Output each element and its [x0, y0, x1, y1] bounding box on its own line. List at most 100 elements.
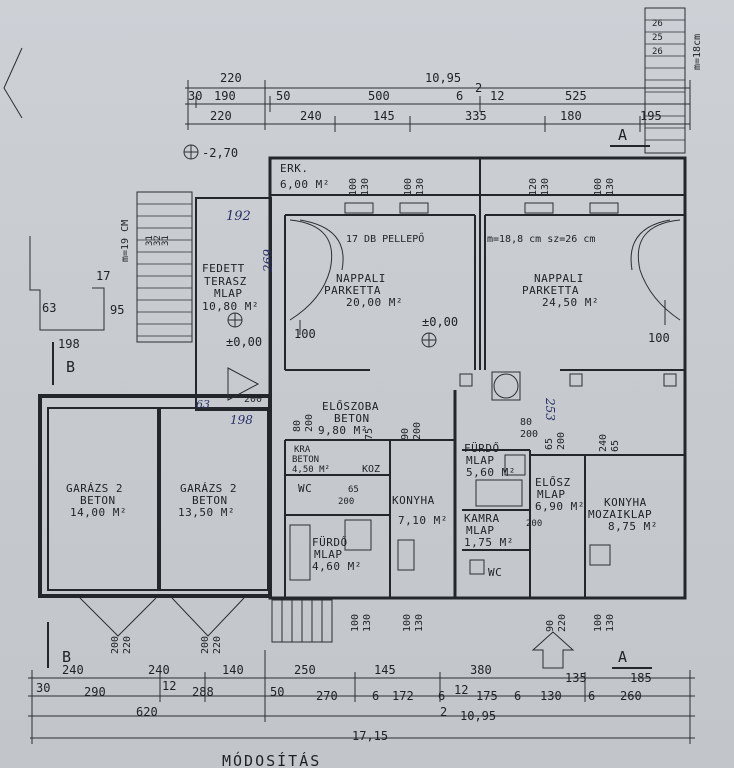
dim-top-220b: 220: [210, 109, 232, 123]
room-bath1-area: 4,60 M²: [312, 560, 362, 573]
bdim2-12b: 12: [454, 683, 468, 697]
dim-top-6: 6: [456, 89, 463, 103]
room-garage2-name: GARÁZS 2: [180, 482, 237, 495]
bw-5-h: 220: [557, 614, 568, 632]
section-b-bottom-label: B: [62, 648, 71, 666]
bdim2-130: 130: [540, 689, 562, 703]
room-terrace-floor: MLAP: [214, 287, 243, 300]
bw-1-w: 200: [110, 636, 121, 654]
idim-8: 200: [520, 429, 538, 440]
bdim2-50: 50: [270, 685, 284, 699]
room-kitchen2-area: 8,75 M²: [608, 520, 658, 533]
room-kitchen2-floor: MOZAIKLAP: [588, 508, 652, 521]
level-zero-living: ±0,00: [422, 315, 458, 329]
bdim3-620: 620: [136, 705, 158, 719]
stair-inner-left-note: 17 DB PELLEPŐ: [346, 231, 424, 245]
left-side-marks: 17 63 95 198 B: [29, 236, 124, 385]
mark-17: 17: [96, 269, 110, 283]
bw-5-w: 90: [545, 620, 556, 632]
room-kitchen2-name: KONYHA: [604, 496, 647, 509]
hand-63: 63: [196, 398, 210, 411]
right-exterior-stair: 26 25 26 m=18cm: [644, 7, 703, 154]
win-3-h: 130: [540, 178, 551, 196]
room-garage1-name: GARÁZS 2: [66, 482, 123, 495]
bdim1-140: 140: [222, 663, 244, 677]
room-garage2-floor: BETON: [192, 494, 228, 507]
section-b-bottom: B: [47, 622, 71, 668]
bdim2-6c: 6: [514, 689, 521, 703]
bdim-total: 17,15: [352, 729, 388, 743]
bw-6-h: 130: [605, 614, 616, 632]
bdim2-290: 290: [84, 685, 106, 699]
stair-landing-b: 100: [648, 331, 670, 345]
idim-10: 200: [556, 432, 567, 450]
stair-right-step-c: 26: [652, 47, 663, 57]
room-living2-area: 24,50 M²: [542, 296, 599, 309]
idim-12: 65: [610, 440, 621, 452]
win-2-h: 130: [415, 178, 426, 196]
room-entry2-floor: MLAP: [537, 488, 566, 501]
dim-top-335: 335: [465, 109, 487, 123]
stair-inner-right-note: m=18,8 cm sz=26 cm: [487, 234, 595, 245]
footer-title: MÓDOSÍTÁS: [222, 751, 321, 768]
win-3-w: 120: [528, 178, 539, 196]
room-hall-area: 9,80 M²: [318, 424, 368, 437]
bdim2-172: 172: [392, 689, 414, 703]
bdim2-260: 260: [620, 689, 642, 703]
stair-left-step-b: 32: [153, 235, 163, 246]
fixtures: [227, 367, 677, 669]
bdim2-288: 288: [192, 685, 214, 699]
idim-2: 80: [292, 420, 303, 432]
hand-253: 253: [543, 397, 557, 421]
hand-269: 269: [261, 249, 275, 273]
room-kra-area: 4,50 M²: [292, 465, 330, 475]
stair-left-note: m=19 CM: [120, 220, 131, 262]
dim-top-12: 12: [490, 89, 504, 103]
dim-top-50: 50: [276, 89, 290, 103]
bdim2-270: 270: [316, 689, 338, 703]
bdim2-6b: 6: [438, 689, 445, 703]
dim-top-500: 500: [368, 89, 390, 103]
idim-4: 90: [400, 428, 411, 440]
left-exterior-stair: m=19 CM 31 32 31: [120, 191, 193, 343]
idim-3: 200: [304, 414, 315, 432]
win-1-w: 100: [348, 178, 359, 196]
idim-7: 80: [520, 417, 532, 428]
idim-9: 65: [544, 438, 555, 450]
dim-top-1095: 10,95: [425, 71, 461, 85]
section-a-bottom-label: A: [618, 648, 627, 666]
handwritten-notes: 192 198 63 269 253: [196, 209, 557, 427]
top-dimensions: 220 10,95 30 190 50 500 6 2 12 525 220 2…: [185, 71, 691, 132]
stair-landing-a: 100: [294, 327, 316, 341]
bw-4-h: 130: [414, 614, 425, 632]
level-zero-terrace: ±0,00: [226, 335, 262, 349]
room-bath1-floor: MLAP: [314, 548, 343, 561]
room-erk-area: 6,00 M²: [280, 178, 330, 191]
interior-dims: 200 80 200 90 200 75 80 200 65 200 240 6…: [244, 394, 621, 529]
idim-1: 200: [244, 394, 262, 405]
dim-top-180: 180: [560, 109, 582, 123]
bottom-openings: 200 220 200 220 100 130 100 130 90 220 1…: [79, 597, 616, 654]
bottom-dimensions: 240 240 140 250 145 380 135 185 30 290 1…: [28, 650, 695, 744]
room-living1-name: NAPPALI: [336, 272, 386, 285]
bw-4-w: 100: [402, 614, 413, 632]
room-bath2-floor: MLAP: [466, 454, 495, 467]
room-garage1-area: 14,00 M²: [70, 506, 127, 519]
idim-15: 200: [526, 519, 542, 529]
room-pantry-name: KAMRA: [464, 512, 500, 525]
room-entry2-name: ELŐSZ: [535, 475, 571, 489]
stair-right-step-a: 26: [652, 19, 663, 29]
idim-13: 65: [348, 485, 359, 495]
idim-6: 75: [364, 428, 375, 440]
building-walls: [38, 156, 687, 600]
room-bath2-name: FÜRDŐ: [464, 441, 500, 455]
hand-198: 198: [230, 413, 253, 427]
room-kra-floor: BETON: [292, 455, 319, 465]
dim-top-190: 190: [214, 89, 236, 103]
bdim1-185: 185: [630, 671, 652, 685]
bdim1-250: 250: [294, 663, 316, 677]
idim-11: 240: [598, 434, 609, 452]
win-4-h: 130: [605, 178, 616, 196]
